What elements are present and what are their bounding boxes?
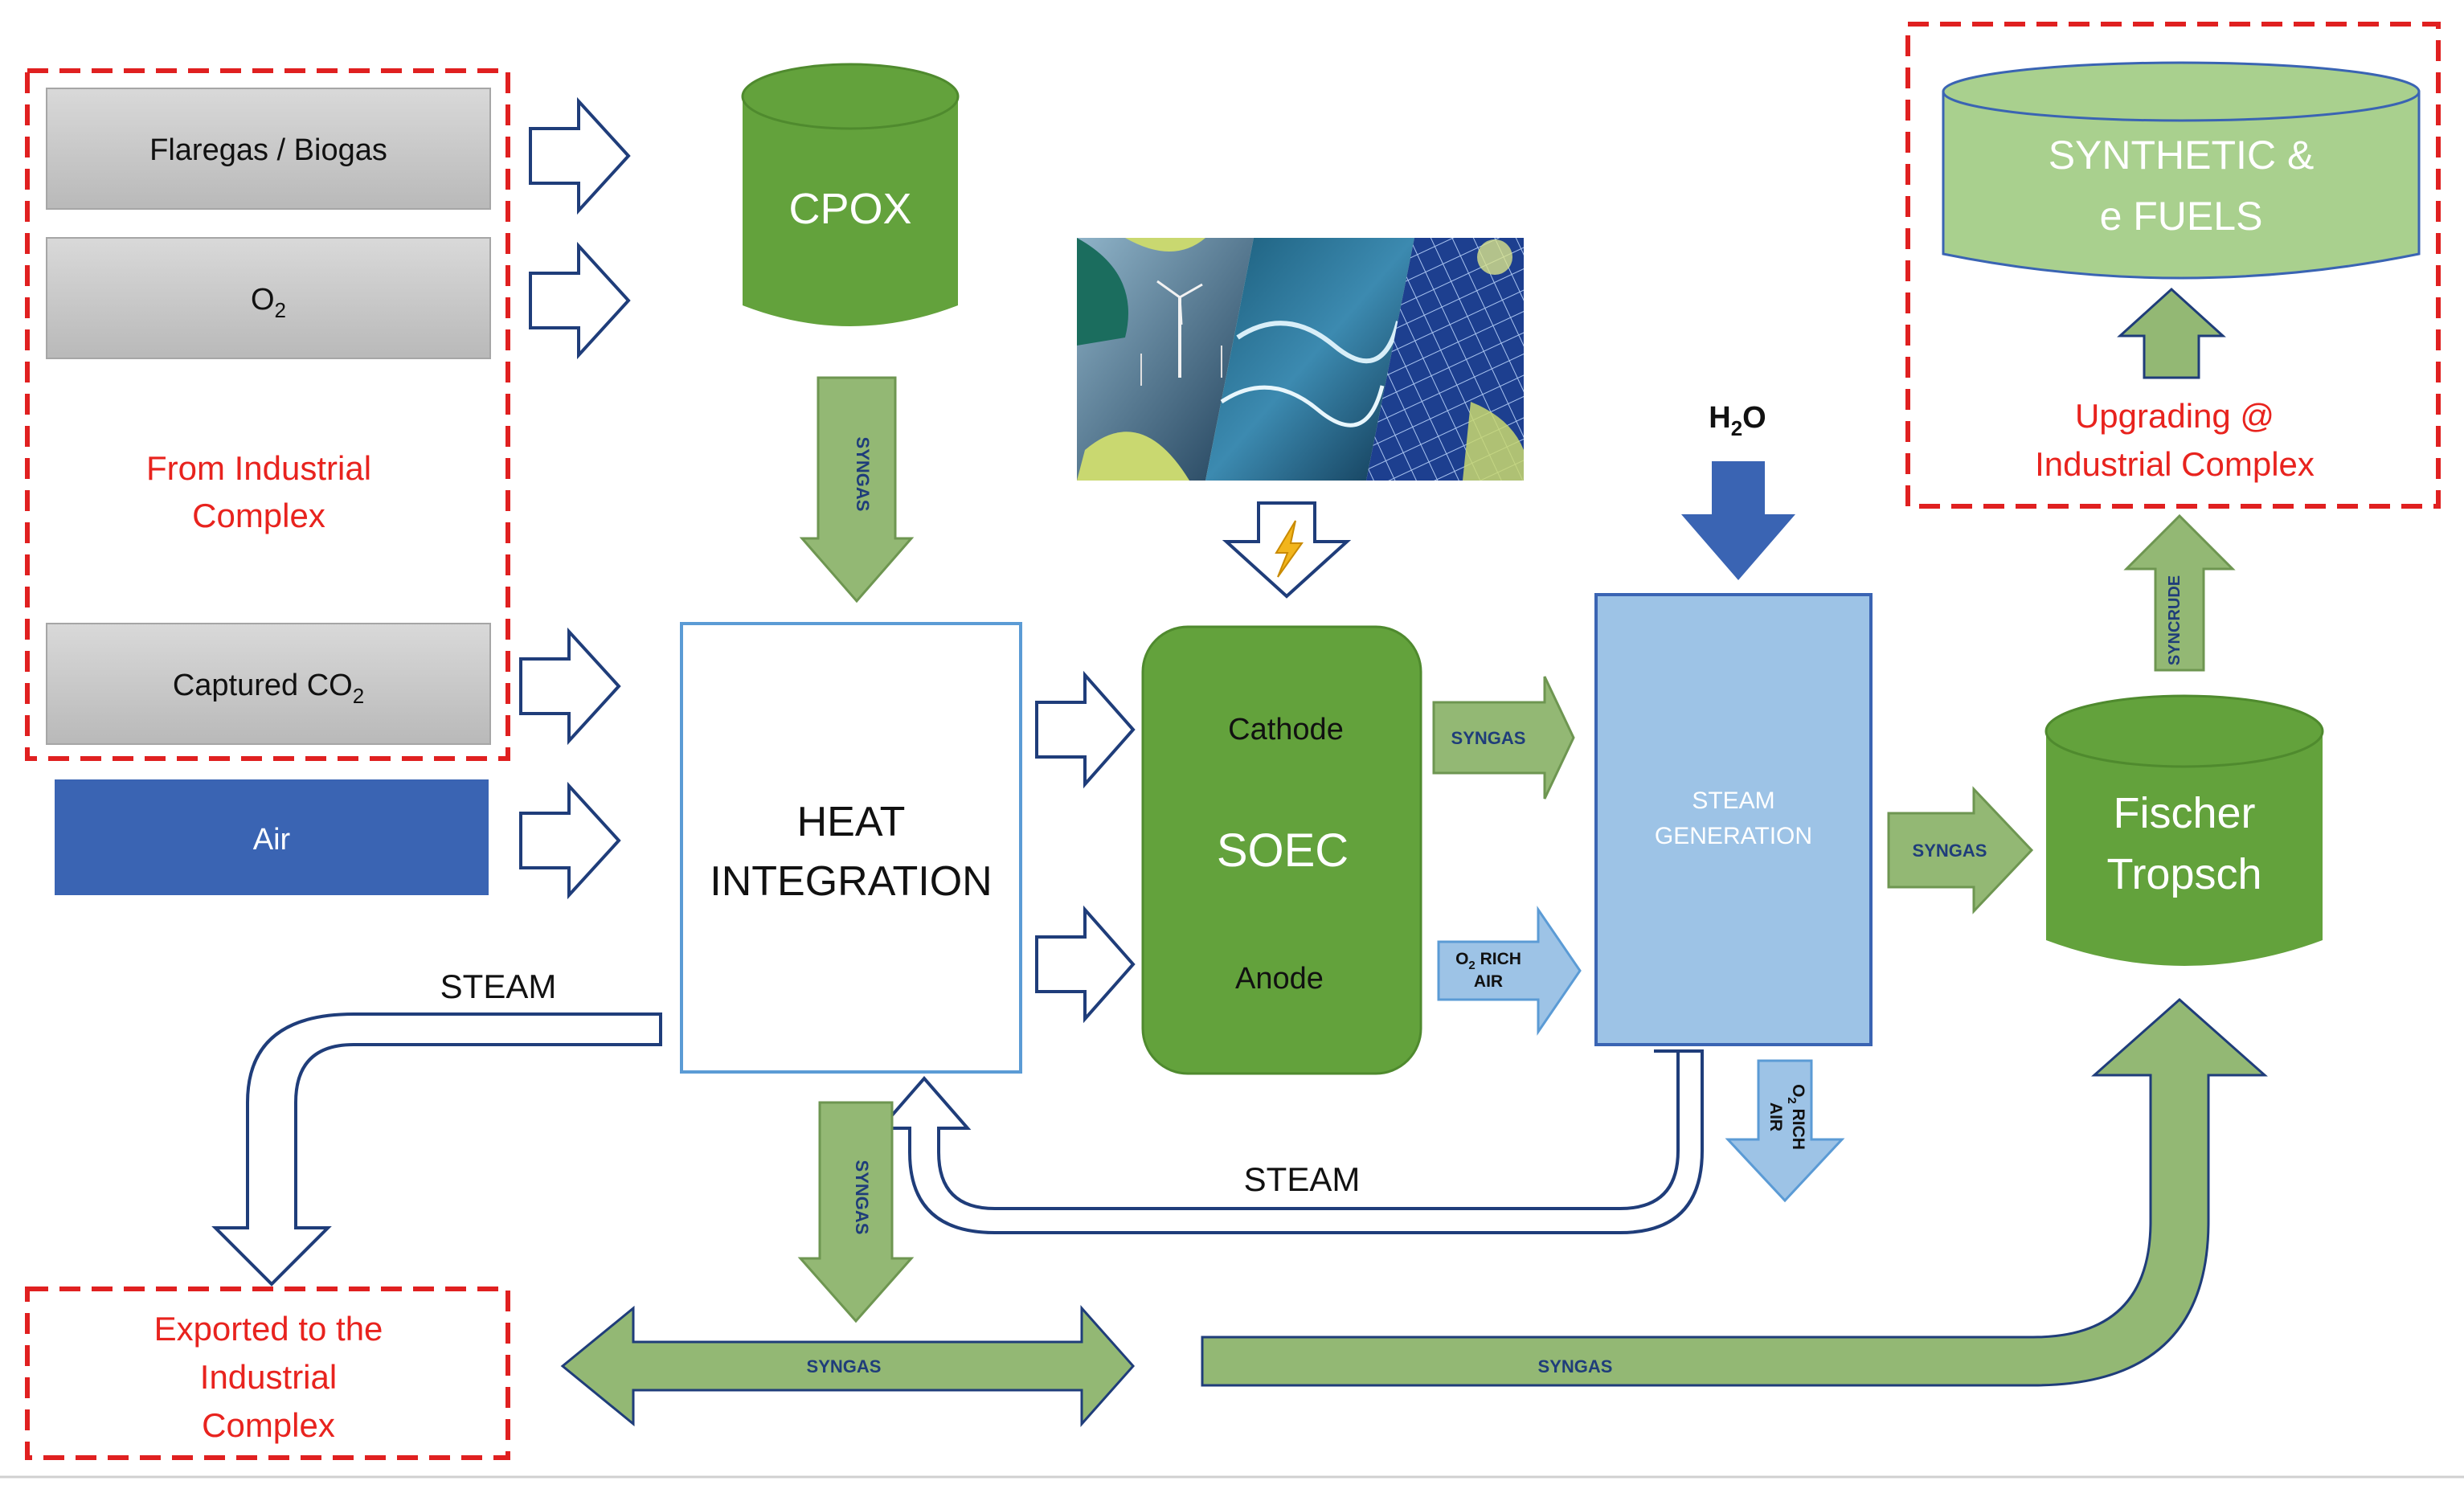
arrow-o2-to-cpox xyxy=(529,241,631,360)
syngas-label-cpox: SYNGAS xyxy=(853,437,873,512)
arrow-air-to-heat xyxy=(519,781,621,900)
arrow-flaregas-to-cpox xyxy=(529,96,631,215)
arrow-syncrude: SYNCRUDE xyxy=(2123,513,2236,672)
arrow-steamgen-o2-rich-air: O2 RICH AIR xyxy=(1725,1059,1845,1203)
flaregas-box: Flaregas / Biogas xyxy=(46,88,491,210)
steam-label-export: STEAM xyxy=(440,967,557,1005)
arrow-cathode-syngas: SYNGAS xyxy=(1432,676,1575,800)
h2o-label: H2O xyxy=(1709,401,1766,440)
o2-rich-label-steamgen: O2 RICH xyxy=(1785,1084,1807,1150)
o2-box: O2 xyxy=(46,237,491,359)
industrial-note-line2: Complex xyxy=(192,497,325,534)
fischer-tropsch-unit: Fischer Tropsch xyxy=(2044,694,2324,966)
double-arrow-syngas: SYNGAS xyxy=(560,1305,1136,1427)
captured-co2-label: Captured CO2 xyxy=(173,669,364,708)
soec-cathode-label: Cathode xyxy=(1228,713,1344,747)
power-arrow xyxy=(1222,501,1352,599)
air-box: Air xyxy=(55,779,489,895)
arrow-steamgen-to-fischer: SYNGAS xyxy=(1887,786,2034,914)
heat-integration-line1: HEAT xyxy=(797,799,906,845)
exported-frame xyxy=(25,1287,510,1460)
renewable-energy-photo xyxy=(1077,238,1524,481)
steam-export-arrow xyxy=(211,1012,662,1287)
syngas-label-heat-down: SYNGAS xyxy=(852,1160,872,1235)
o2-rich-label-anode: O2 RICH xyxy=(1455,950,1521,972)
fuels-line1: SYNTHETIC & xyxy=(2049,133,2315,178)
synthetic-fuels-tank: SYNTHETIC & e FUELS xyxy=(1942,61,2421,280)
arrow-co2-to-heat xyxy=(519,627,621,746)
heat-integration-line2: INTEGRATION xyxy=(710,858,992,905)
soec-label: SOEC xyxy=(1217,824,1349,877)
arrow-heat-to-anode xyxy=(1035,905,1136,1024)
soec-unit: Cathode SOEC Anode xyxy=(1141,625,1422,1075)
cpox-unit: CPOX xyxy=(741,63,960,326)
exported-line3: Complex xyxy=(202,1406,335,1444)
arrow-upgrading-to-fuels xyxy=(2117,287,2226,379)
captured-co2-box: Captured CO2 xyxy=(46,623,491,745)
soec-anode-label: Anode xyxy=(1235,962,1324,996)
steam-generation-unit: STEAM GENERATION xyxy=(1594,593,1873,1046)
upgrading-frame xyxy=(1905,22,2441,509)
syngas-label-steamgen: SYNGAS xyxy=(1913,841,1987,861)
input-arrows xyxy=(519,96,1136,1024)
flaregas-label: Flaregas / Biogas xyxy=(149,133,387,167)
industrial-inputs-frame xyxy=(25,68,510,761)
upgrading-line1: Upgrading @ xyxy=(2075,397,2274,435)
exported-line2: Industrial xyxy=(200,1358,337,1396)
steam-generation-line1: STEAM xyxy=(1692,787,1774,814)
heat-integration-unit: HEAT INTEGRATION xyxy=(680,622,1022,1074)
arrow-heat-syngas-down: SYNGAS xyxy=(797,1101,915,1323)
exported-line1: Exported to the xyxy=(154,1310,383,1348)
steam-return-arrow xyxy=(877,1049,1704,1234)
syngas-label-cathode: SYNGAS xyxy=(1451,728,1526,748)
fischer-line2: Tropsch xyxy=(2106,850,2261,898)
industrial-note-line1: From Industrial xyxy=(146,449,371,487)
arrow-h2o-in xyxy=(1681,461,1795,580)
upgrading-line2: Industrial Complex xyxy=(2035,445,2315,483)
arrow-syngas-to-fischer: SYNGAS xyxy=(1201,997,2268,1387)
syngas-label-double: SYNGAS xyxy=(807,1356,882,1377)
air-label: Air xyxy=(253,823,291,857)
o2-label: O2 xyxy=(251,283,286,322)
air-word-anode: AIR xyxy=(1474,972,1503,991)
fuels-line2: e FUELS xyxy=(2100,194,2263,239)
lightning-icon xyxy=(1275,520,1304,578)
syncrude-label: SYNCRUDE xyxy=(2166,575,2184,665)
arrow-heat-to-cathode xyxy=(1035,670,1136,789)
air-word-steamgen: AIR xyxy=(1766,1102,1785,1131)
arrow-anode-o2-rich-air: O2 RICH AIR xyxy=(1437,906,1582,1036)
fischer-line1: Fischer xyxy=(2113,789,2255,837)
steam-generation-line2: GENERATION xyxy=(1655,823,1812,849)
steam-label-return: STEAM xyxy=(1244,1160,1361,1198)
cpox-label: CPOX xyxy=(788,185,911,233)
arrow-cpox-to-heat: SYNGAS xyxy=(799,376,915,603)
syngas-label-to-fischer: SYNGAS xyxy=(1538,1356,1613,1377)
